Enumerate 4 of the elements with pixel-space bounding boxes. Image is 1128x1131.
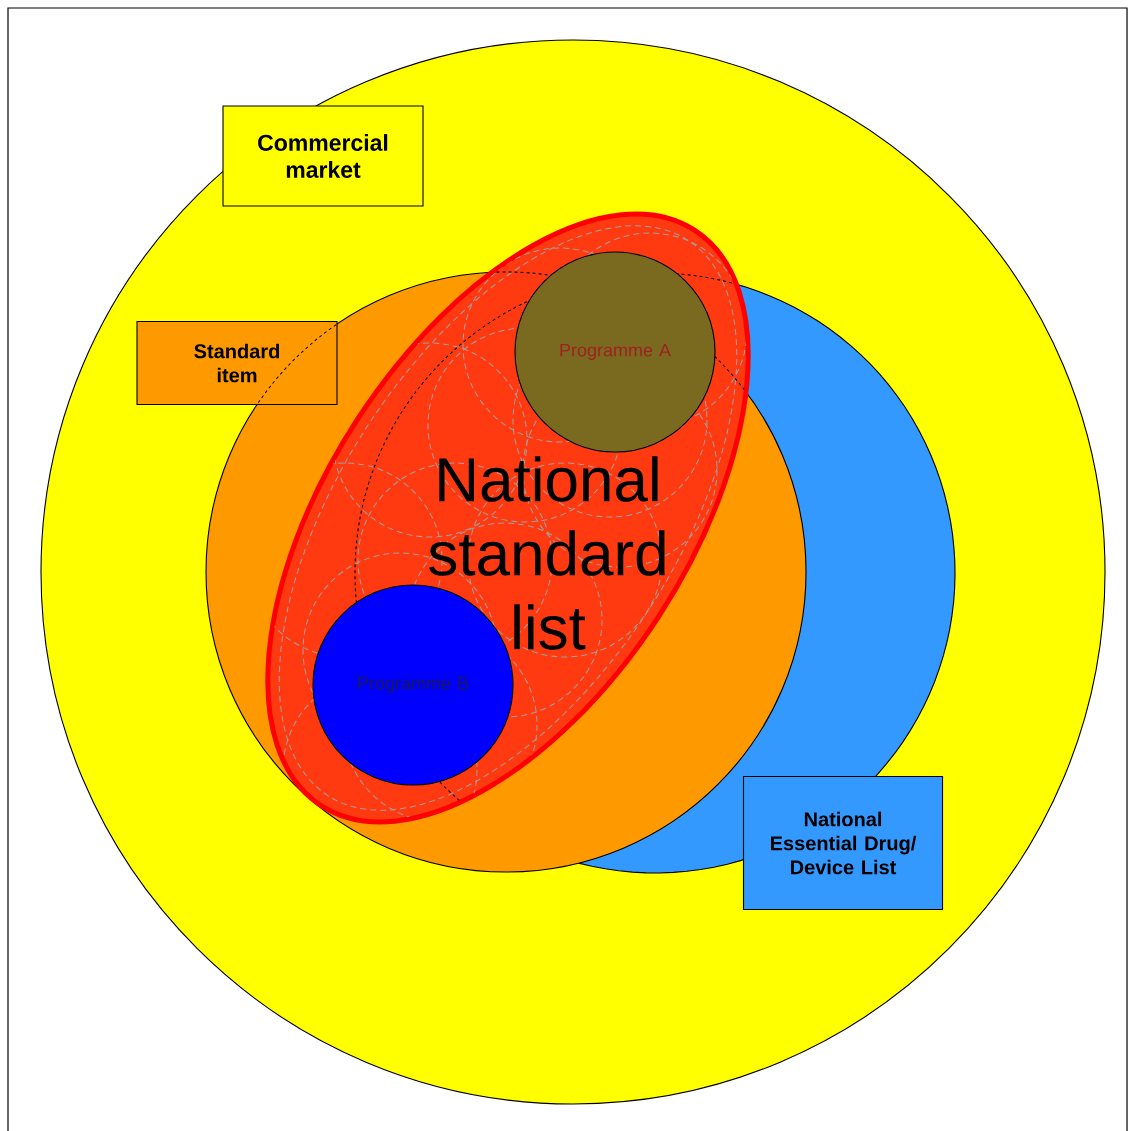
circle-region: Programme B <box>312 584 514 786</box>
circle-region: Programme A <box>514 251 716 453</box>
label-box: National Essential Drug/ Device List <box>742 775 944 911</box>
label-box: Standard item <box>136 320 338 406</box>
